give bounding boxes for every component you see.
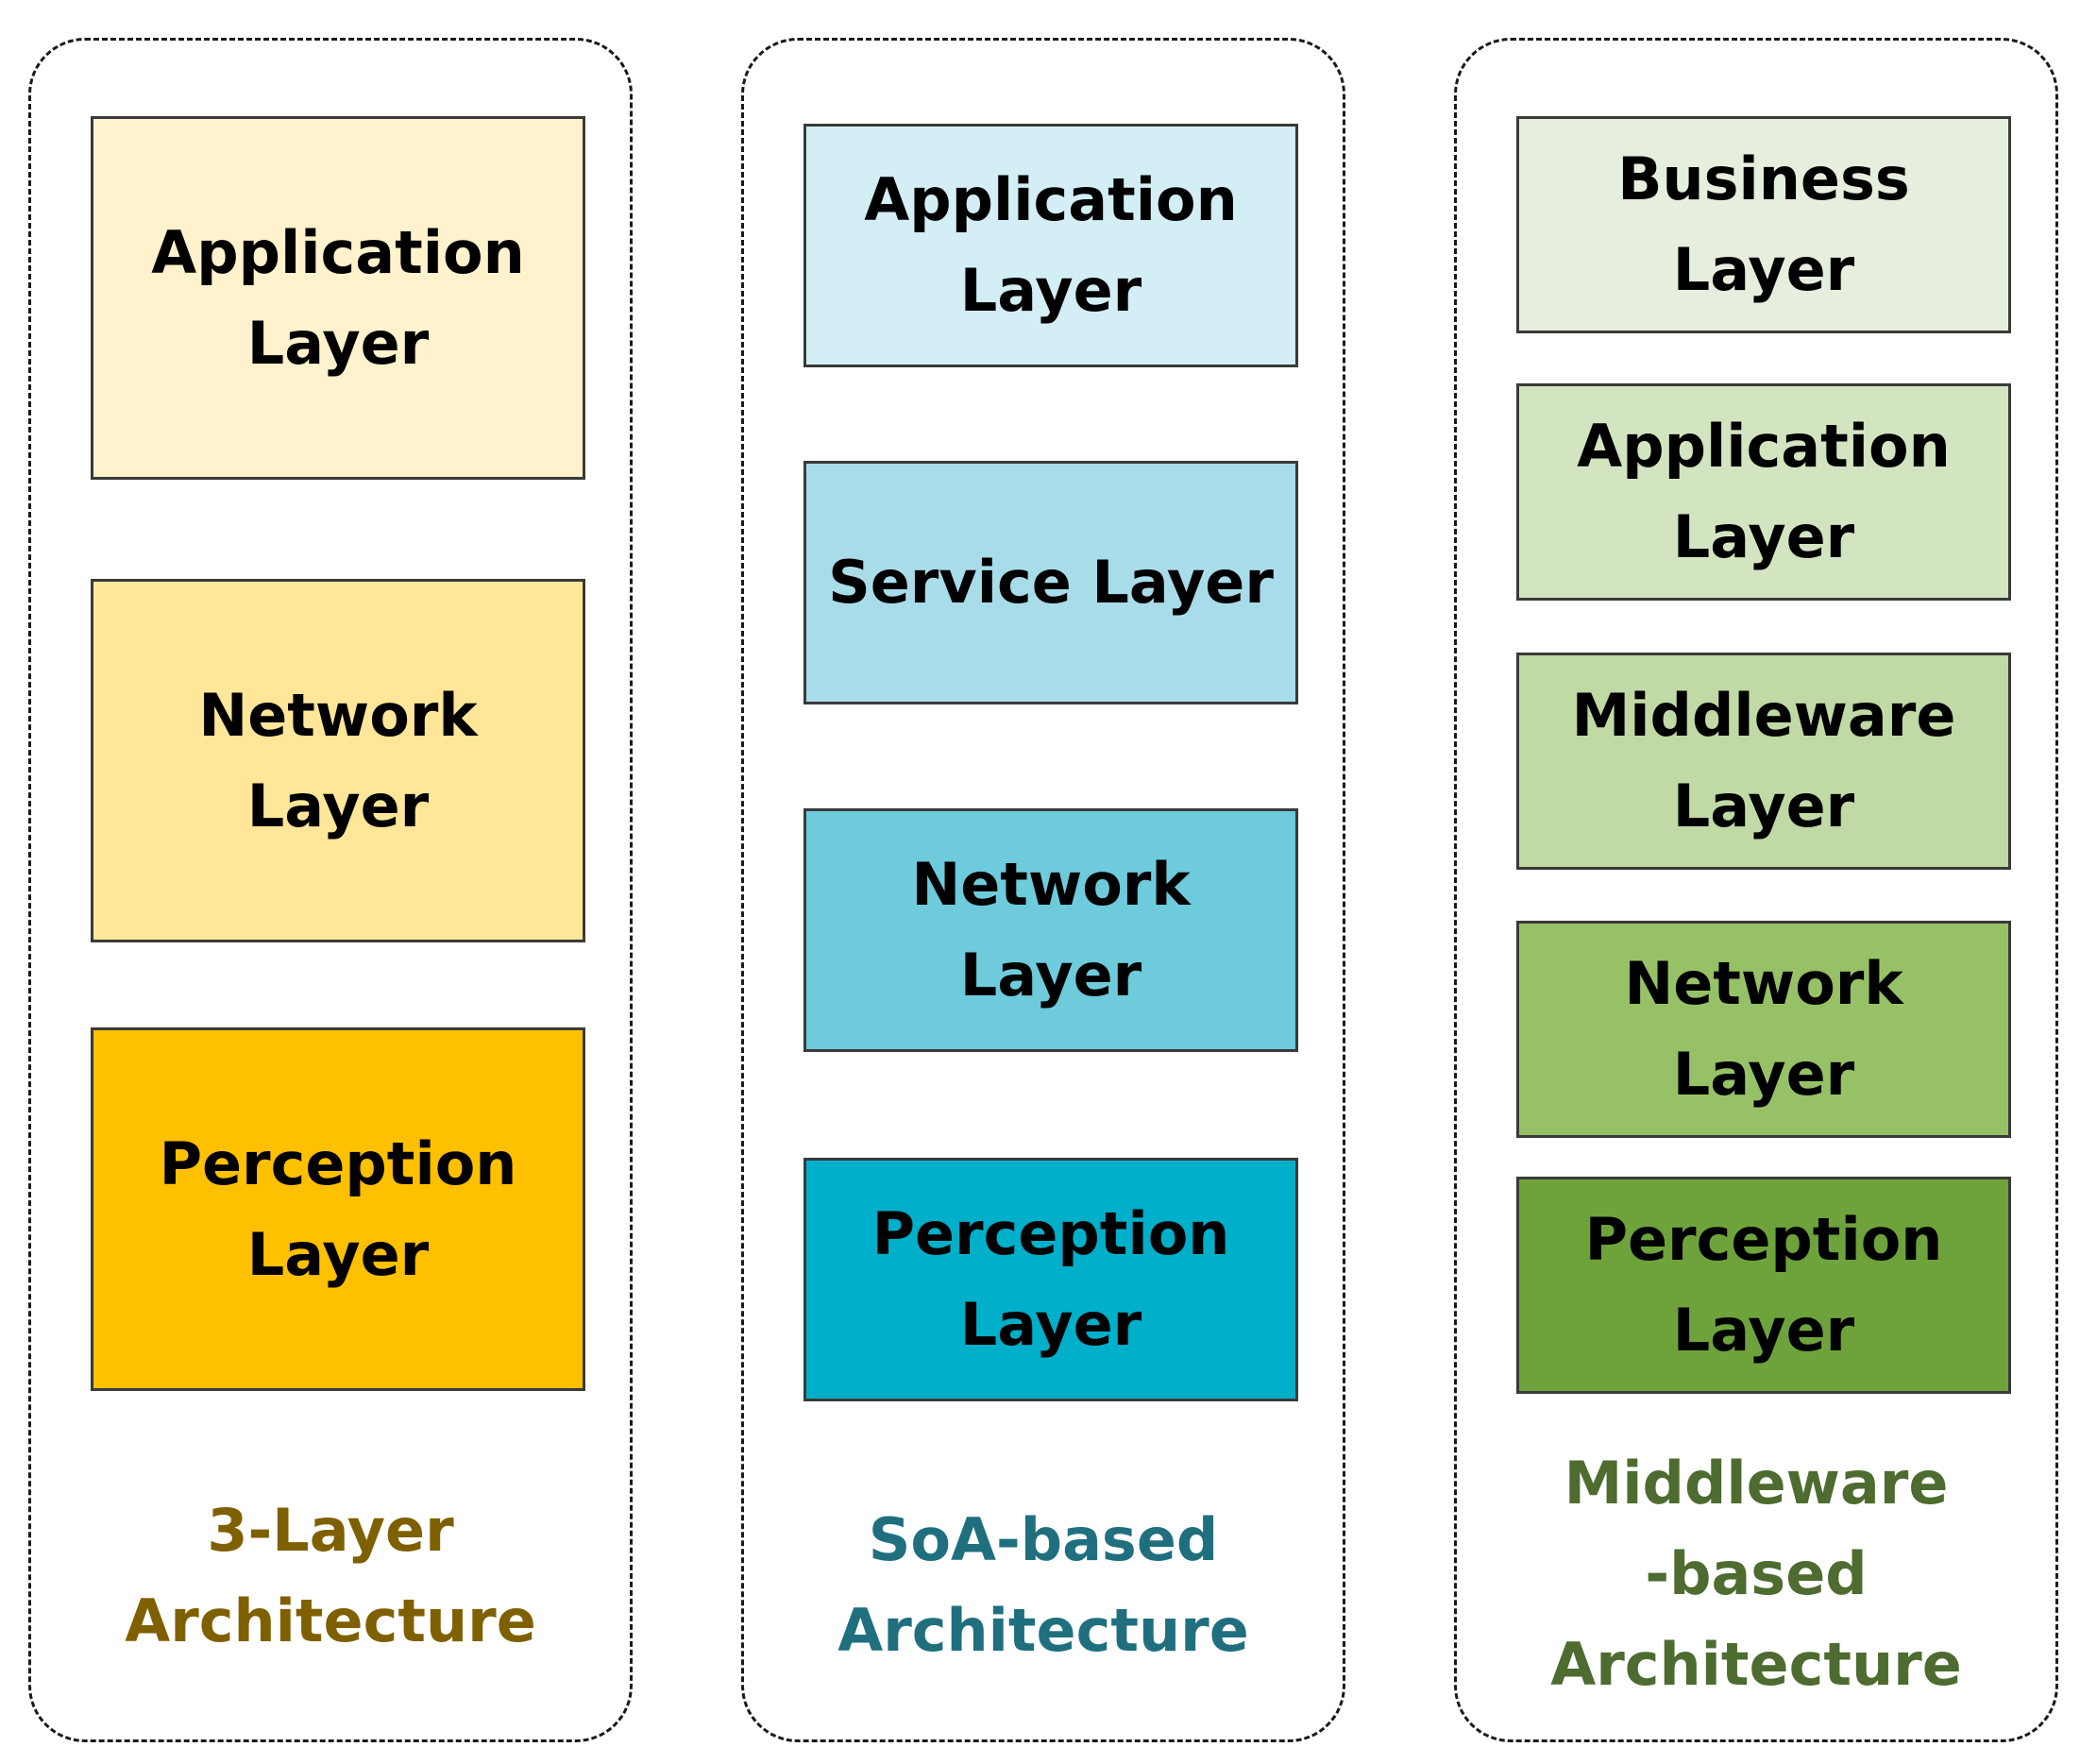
title-line1: 3-Layer [207,1496,454,1565]
layer-label-line2: Layer [246,1219,430,1289]
perception-layer-box: Perception Layer [91,1027,585,1391]
layer-label-line1: Perception [159,1128,517,1198]
title-line1: Middleware [1564,1449,1949,1518]
three-layer-architecture-panel: Application Layer Network Layer Percepti… [28,38,633,1742]
layer-label-line2: Layer [959,941,1142,1009]
application-layer-box: Application Layer [803,124,1298,367]
layer-label-line1: Application [1577,412,1951,481]
layer-label-line1: Network [1624,949,1903,1018]
business-layer-box: Business Layer [1516,116,2011,333]
perception-layer-box: Perception Layer [1516,1177,2011,1394]
layer-label-line2: Layer [959,256,1142,325]
middleware-based-architecture-panel: Business Layer Application Layer Middlew… [1454,38,2058,1742]
layer-label-line1: Perception [1584,1205,1943,1274]
title-line2: Architecture [837,1596,1249,1665]
layer-label-line1: Perception [871,1199,1230,1268]
layer-label-line1: Service Layer [828,548,1274,617]
layer-label-line2: Layer [1672,1296,1855,1365]
network-layer-box: Network Layer [803,808,1298,1052]
title-line1: SoA-based [868,1505,1219,1574]
layer-label-line1: Application [864,165,1238,234]
layer-label-line1: Application [151,217,525,287]
title-line2: -based [1645,1539,1868,1608]
network-layer-box: Network Layer [91,579,585,942]
layer-label-line2: Layer [1672,772,1855,840]
layer-label-line2: Layer [1672,235,1855,304]
middleware-layer-box: Middleware Layer [1516,653,2011,870]
title-line2: Architecture [125,1586,536,1655]
application-layer-box: Application Layer [91,116,585,480]
layer-label-line2: Layer [1672,502,1855,571]
layer-label-line1: Network [911,850,1191,919]
architecture-title: Middleware -based Architecture [1457,1438,2055,1710]
perception-layer-box: Perception Layer [803,1158,1298,1401]
layer-label-line2: Layer [959,1290,1142,1359]
architecture-title: 3-Layer Architecture [31,1485,630,1667]
application-layer-box: Application Layer [1516,383,2011,601]
layer-label-line2: Layer [246,308,430,378]
service-layer-box: Service Layer [803,461,1298,704]
layer-label-line1: Middleware [1571,681,1956,750]
layer-label-line1: Network [198,680,478,750]
layer-label-line1: Business [1617,144,1910,213]
title-line3: Architecture [1550,1630,1962,1699]
layer-label-line2: Layer [1672,1040,1855,1109]
soa-based-architecture-panel: Application Layer Service Layer Network … [741,38,1345,1742]
network-layer-box: Network Layer [1516,921,2011,1138]
layer-label-line2: Layer [246,771,430,840]
architecture-title: SoA-based Architecture [744,1495,1343,1676]
